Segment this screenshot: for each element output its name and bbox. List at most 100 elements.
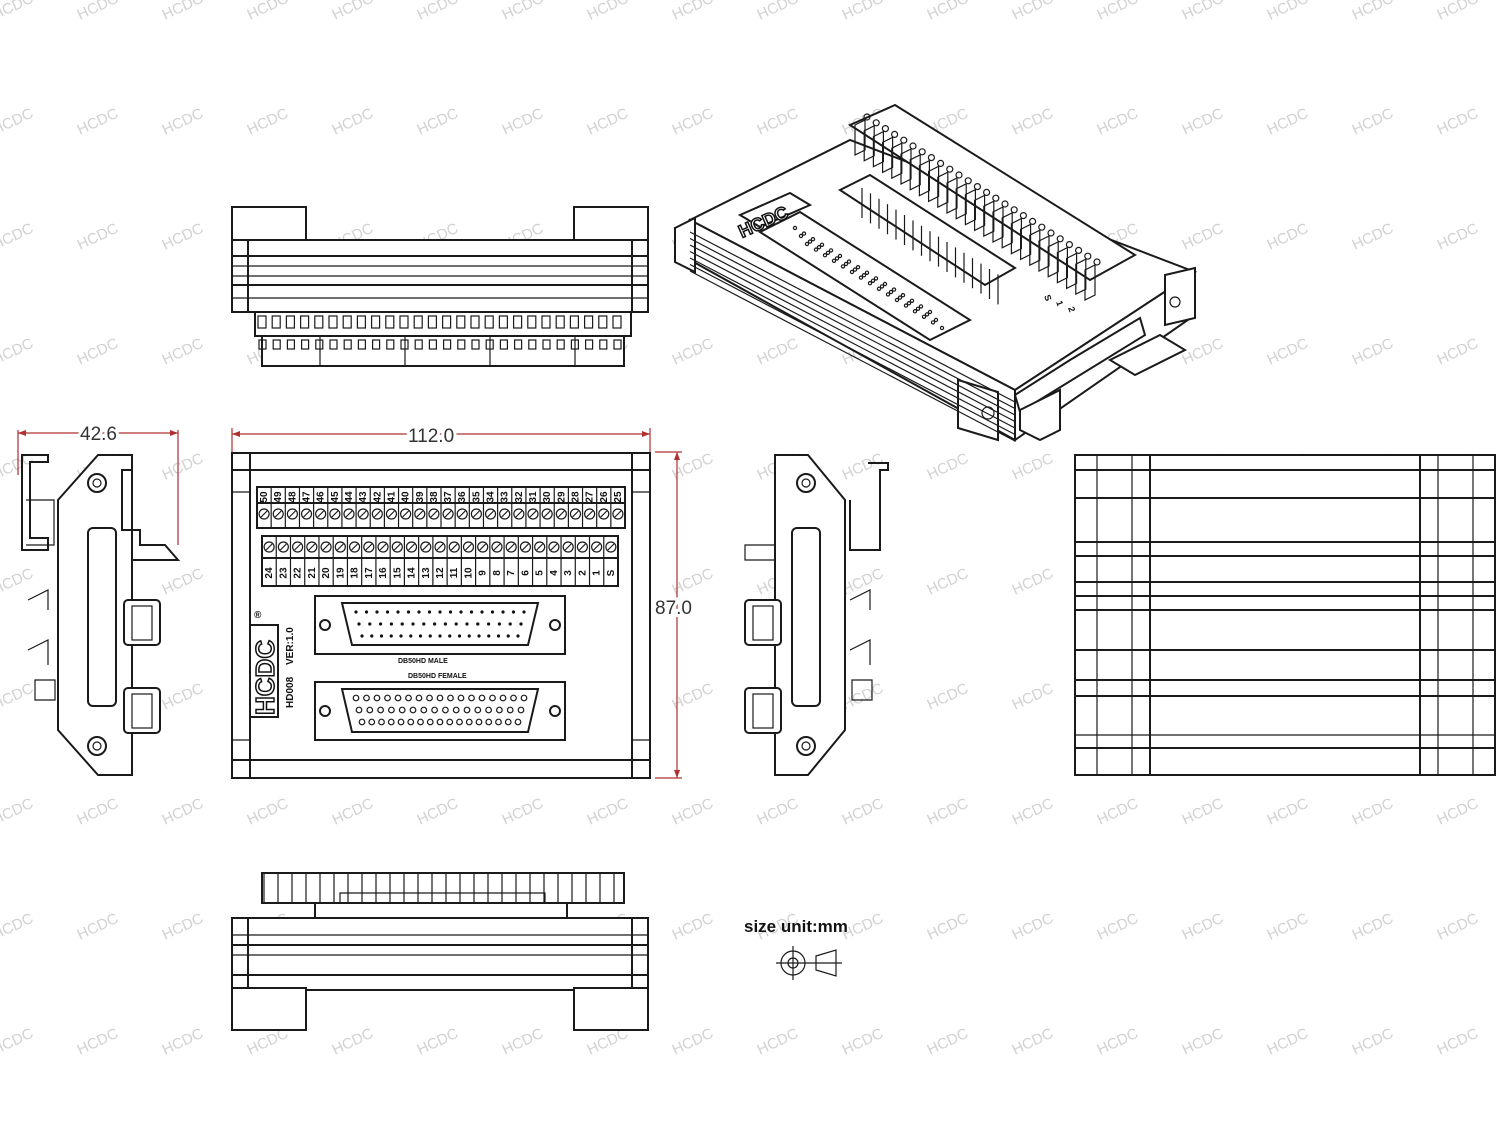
iso-socket (870, 278, 876, 283)
screw-slot (436, 543, 444, 551)
iso-terminal-slot (992, 206, 1004, 243)
female-socket (485, 718, 493, 726)
terminal-tooth (385, 315, 395, 329)
iso-terminal-screw (918, 148, 926, 156)
terminal-screw-icon (519, 541, 532, 553)
terminal-label-bottom: 6 (520, 570, 531, 576)
female-socket (431, 706, 439, 714)
female-socket (465, 718, 473, 726)
screw-slot (578, 543, 586, 551)
terminal-screw-icon (334, 541, 346, 553)
female-socket (496, 706, 503, 714)
isometric-rails (689, 231, 1016, 442)
female-socket (520, 694, 528, 702)
male-pin (465, 622, 469, 626)
iso-terminal-slot (1001, 211, 1013, 249)
watermark-text: HCDC (1180, 335, 1227, 369)
iso-socket (840, 264, 846, 269)
male-pin (496, 634, 501, 638)
watermark-text: HCDC (75, 335, 122, 369)
male-pin (389, 622, 393, 626)
watermark-text: HCDC (500, 0, 547, 24)
screw-slot (336, 543, 344, 551)
screw-slot (607, 543, 615, 551)
terminal-screw-icon (329, 508, 341, 520)
screw-slot (557, 510, 565, 518)
terminal-label-bottom: 12 (435, 567, 446, 579)
unit-note: size unit:mm (744, 917, 848, 980)
watermark-text: HCDC (670, 910, 717, 944)
terminal-screw-hole (258, 339, 267, 350)
female-socket (452, 706, 460, 714)
terminal-screw-icon (462, 541, 475, 553)
screw-slot (288, 510, 296, 518)
iso-terminal-screw (927, 154, 936, 162)
terminal-tooth (470, 315, 480, 329)
terminal-tooth (285, 315, 295, 329)
female-socket (499, 694, 507, 702)
iso-socket (855, 265, 861, 270)
watermark-text: HCDC (755, 1025, 802, 1059)
male-pin (411, 622, 415, 626)
screw-slot (487, 510, 494, 518)
terminal-screw-hole (471, 339, 480, 350)
male-pin (417, 610, 421, 614)
male-pin (480, 610, 484, 614)
watermark-text: HCDC (1180, 0, 1227, 24)
iso-terminal-slot (854, 119, 866, 156)
top-view (231, 206, 649, 367)
terminal-tooth (371, 315, 381, 329)
watermark-text: HCDC (670, 105, 717, 139)
iso-socket (837, 253, 843, 259)
watermark-text: HCDC (1095, 105, 1142, 139)
watermark-text: HCDC (755, 335, 802, 369)
iso-label-1: 1 (1054, 299, 1065, 307)
terminal-screw-icon (555, 508, 567, 520)
screw-slot (529, 510, 537, 518)
terminal-tooth (583, 315, 594, 329)
terminal-tooth (527, 315, 537, 329)
iso-socket (834, 256, 840, 261)
screw-slot (331, 510, 339, 518)
watermark-text: HCDC (0, 795, 36, 829)
male-connector-label: DB50HD MALE (398, 658, 448, 665)
terminal-screw-hole (499, 339, 508, 350)
iso-socket (825, 250, 831, 255)
male-pin (443, 622, 447, 626)
watermark-text: HCDC (1010, 795, 1057, 829)
terminal-screw-hole (556, 339, 565, 350)
female-socket (415, 694, 423, 702)
back-view (1074, 454, 1496, 776)
female-socket (478, 694, 486, 702)
male-pin (427, 610, 432, 614)
terminal-screw-icon (263, 541, 275, 553)
terminal-label-bottom: 16 (378, 567, 389, 579)
iso-terminal-slot (872, 130, 885, 168)
female-socket (463, 706, 471, 714)
terminal-label-bottom: 24 (264, 567, 275, 579)
watermark-text: HCDC (1350, 1025, 1397, 1059)
terminal-tooth (314, 315, 324, 329)
male-pin (360, 634, 364, 638)
iso-socket (819, 242, 825, 247)
watermark-text: HCDC (500, 1025, 547, 1059)
terminal-tooth (512, 315, 523, 329)
terminal-label-top: 47 (302, 491, 313, 503)
iso-socket (894, 297, 900, 303)
terminal-label-top: 31 (528, 491, 539, 503)
male-pin (389, 634, 393, 638)
terminal-label-top: 26 (599, 491, 610, 503)
bottom-view-teeth (263, 873, 615, 903)
iso-rail-line (689, 250, 1016, 423)
terminal-label-bottom: 10 (463, 567, 474, 579)
terminal-tooth (612, 315, 622, 329)
iso-socket (804, 241, 810, 247)
iso-terminal-screw (936, 159, 945, 167)
iso-socket (879, 284, 885, 289)
watermark-text: HCDC (1265, 105, 1312, 139)
terminal-screw-icon (420, 541, 432, 553)
female-socket (442, 706, 449, 714)
terminal-label-top: 27 (585, 491, 596, 503)
male-pin (396, 610, 400, 614)
